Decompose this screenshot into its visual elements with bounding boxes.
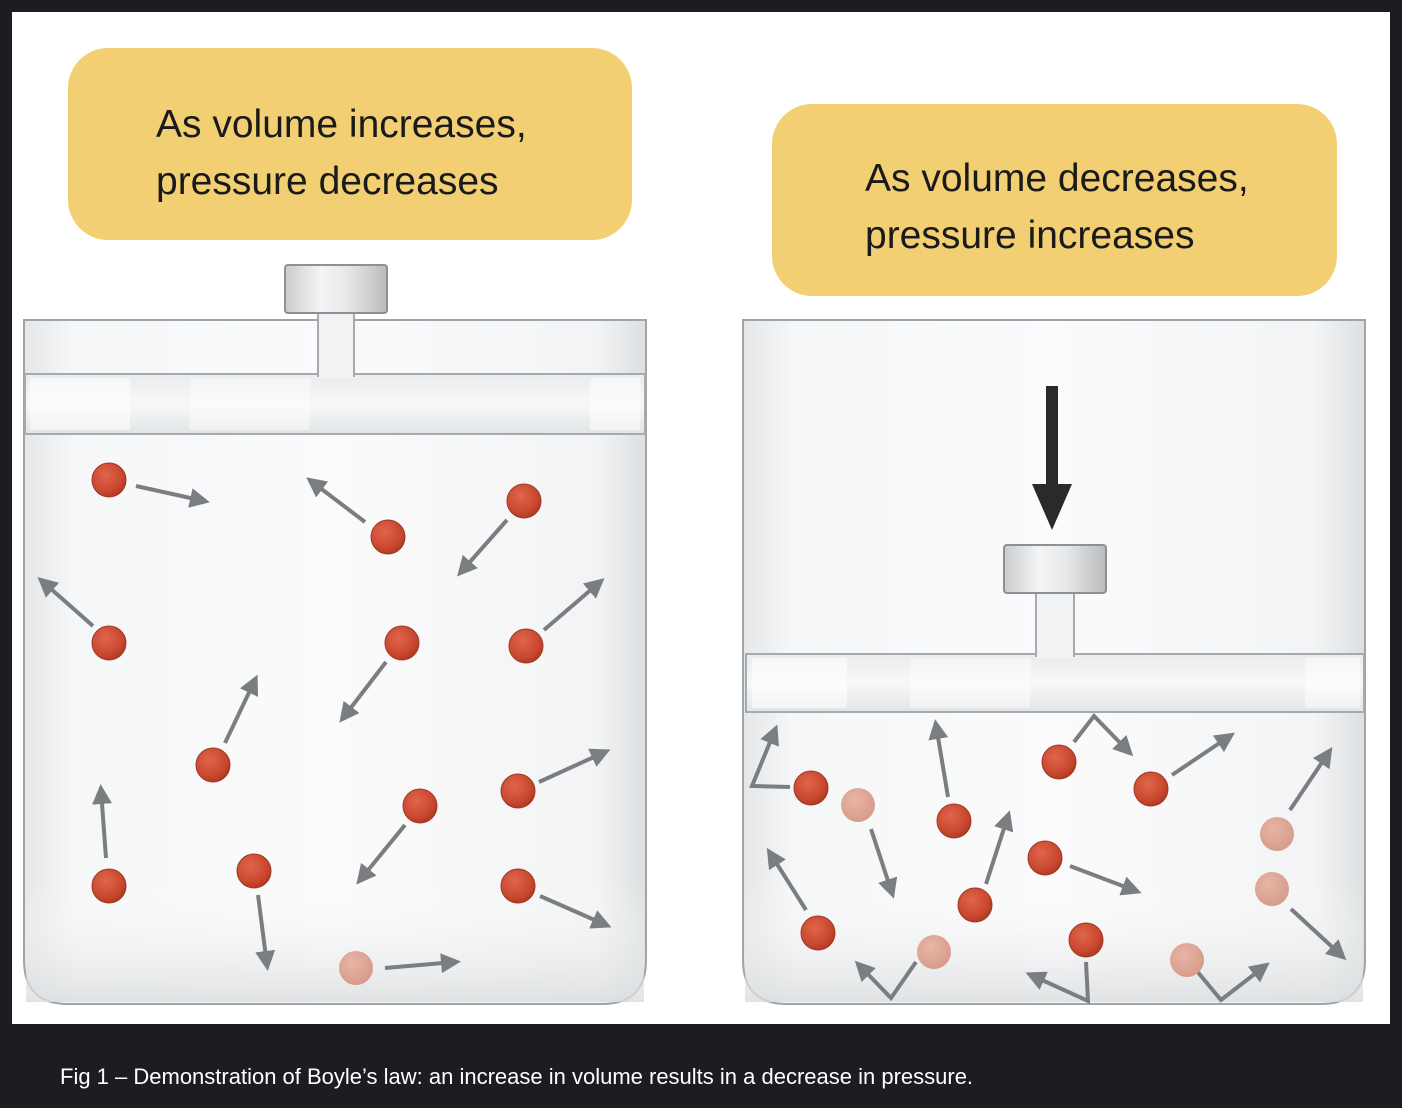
- molecule-particle-icon: [957, 887, 993, 923]
- left-label-box: As volume increases, pressure decreases: [68, 48, 632, 240]
- molecule-particle-icon: [1255, 872, 1289, 906]
- molecule-particle-icon: [1260, 817, 1294, 851]
- right-piston-rod: [1035, 591, 1075, 657]
- piston-icon: [1003, 544, 1107, 594]
- figure-caption: Fig 1 – Demonstration of Boyle’s law: an…: [60, 1064, 974, 1089]
- molecule-particle-icon: [917, 935, 951, 969]
- molecule-particle-icon: [500, 868, 536, 904]
- right-label-line-2: pressure increases: [865, 214, 1195, 257]
- molecule-particle-icon: [793, 770, 829, 806]
- molecule-particle-icon: [1041, 744, 1077, 780]
- downward-force-arrow-icon: [1032, 386, 1072, 530]
- left-label-line-1: As volume increases,: [156, 103, 527, 146]
- molecule-particle-icon: [1068, 922, 1104, 958]
- left-piston-rod: [317, 311, 355, 377]
- molecule-particle-icon: [800, 915, 836, 951]
- piston-icon: [284, 264, 388, 314]
- molecule-particle-icon: [91, 462, 127, 498]
- left-label-line-2: pressure decreases: [156, 160, 499, 203]
- molecule-particle-icon: [936, 803, 972, 839]
- left-particles: [37, 477, 612, 974]
- right-label-box: As volume decreases, pressure increases: [772, 104, 1337, 296]
- molecule-particle-icon: [1133, 771, 1169, 807]
- molecule-particle-icon: [195, 747, 231, 783]
- left-container: [23, 264, 647, 1005]
- molecule-particle-icon: [1170, 943, 1204, 977]
- molecule-particle-icon: [508, 628, 544, 664]
- molecule-particle-icon: [402, 788, 438, 824]
- right-particles: [749, 712, 1347, 1005]
- molecule-particle-icon: [841, 788, 875, 822]
- right-piston-plate: [745, 653, 1365, 713]
- molecule-particle-icon: [1027, 840, 1063, 876]
- molecule-particle-icon: [370, 519, 406, 555]
- molecule-particle-icon: [236, 853, 272, 889]
- right-container: [742, 319, 1366, 1005]
- molecule-particle-icon: [506, 483, 542, 519]
- molecule-particle-icon: [91, 868, 127, 904]
- left-molecules: [91, 462, 544, 985]
- molecule-particle-icon: [91, 625, 127, 661]
- molecule-particle-icon: [384, 625, 420, 661]
- molecule-particle-icon: [500, 773, 536, 809]
- molecule-particle-icon: [339, 951, 373, 985]
- right-molecules: [793, 744, 1294, 977]
- right-label-line-1: As volume decreases,: [865, 157, 1249, 200]
